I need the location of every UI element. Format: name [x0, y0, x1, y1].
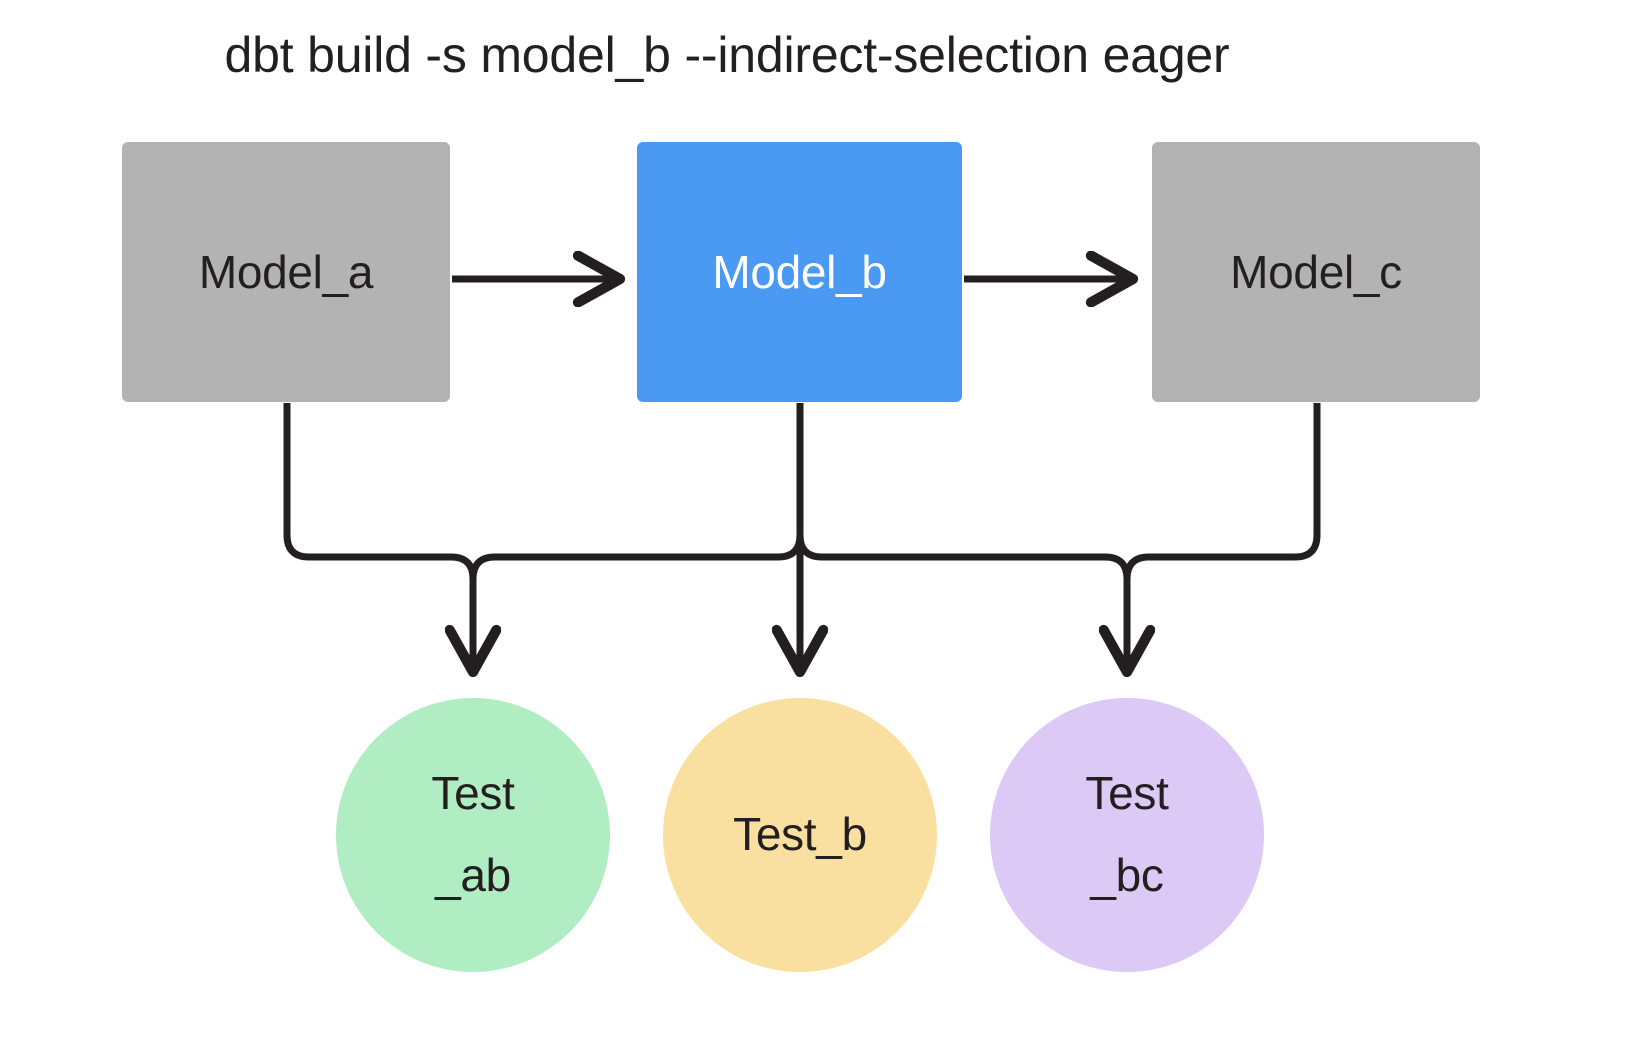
- node-test-bc-label-line1: Test: [1085, 767, 1169, 820]
- node-model-a-label: Model_a: [198, 246, 374, 298]
- node-test-ab-label-line1: Test: [431, 767, 515, 820]
- node-test-ab-label-line2: _ab: [435, 849, 511, 901]
- node-test-ab[interactable]: Test _ab: [336, 698, 610, 972]
- node-model-b[interactable]: Model_b: [637, 142, 962, 402]
- node-model-c[interactable]: Model_c: [1152, 142, 1480, 402]
- node-model-b-label: Model_b: [712, 246, 887, 298]
- node-model-a[interactable]: Model_a: [122, 142, 450, 402]
- edge-model-a-to-test-ab: [283, 403, 473, 672]
- node-test-bc[interactable]: Test _bc: [990, 698, 1264, 972]
- page-title: dbt build -s model_b --indirect-selectio…: [224, 27, 1230, 83]
- node-test-bc-label-line2: _bc: [1090, 849, 1164, 901]
- edge-model-c-to-test-bc: [1123, 403, 1321, 580]
- node-test-b[interactable]: Test_b: [663, 698, 937, 972]
- edge-model-b-to-test-ab: [469, 403, 804, 580]
- node-model-c-label: Model_c: [1230, 246, 1402, 298]
- edge-model-b-to-test-bc: [796, 534, 1127, 672]
- node-test-b-label-line1: Test_b: [733, 808, 867, 861]
